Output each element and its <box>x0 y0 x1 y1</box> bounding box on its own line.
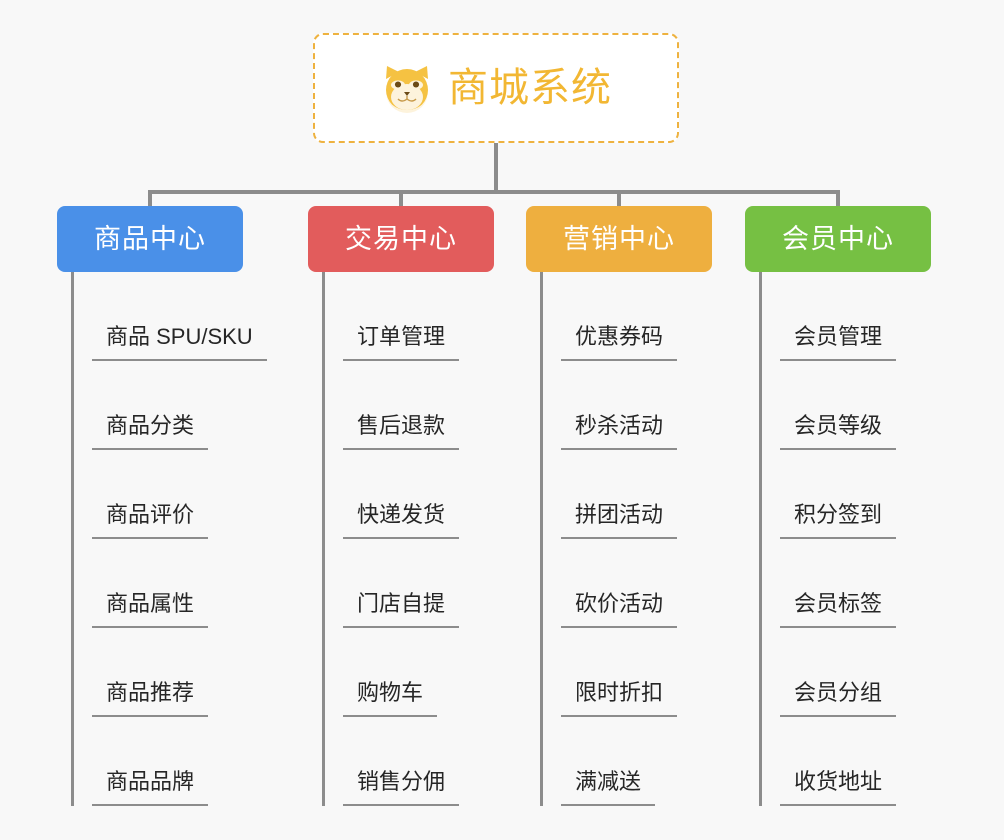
list-item-label: 会员管理 <box>780 326 897 361</box>
list-item-label: 订单管理 <box>343 326 460 361</box>
list-item[interactable]: 商品评价 <box>74 450 277 539</box>
category-header-0[interactable]: 商品中心 <box>57 206 243 272</box>
list-item[interactable]: 商品推荐 <box>74 628 277 717</box>
list-item-label: 购物车 <box>343 682 438 717</box>
list-item[interactable]: 购物车 <box>325 628 528 717</box>
list-item-label: 收货地址 <box>780 771 897 806</box>
list-item[interactable]: 门店自提 <box>325 539 528 628</box>
category-item-list-2: 优惠券码 秒杀活动 拼团活动 砍价活动 限时折扣 满减送 <box>540 272 746 806</box>
list-item[interactable]: 拼团活动 <box>543 450 746 539</box>
list-item[interactable]: 秒杀活动 <box>543 361 746 450</box>
category-item-list-0: 商品 SPU/SKU 商品分类 商品评价 商品属性 商品推荐 商品品牌 <box>71 272 277 806</box>
category-item-list-1: 订单管理 售后退款 快递发货 门店自提 购物车 销售分佣 <box>322 272 528 806</box>
list-item-label: 商品属性 <box>92 593 209 628</box>
list-item[interactable]: 售后退款 <box>325 361 528 450</box>
root-title-text: 商城系统 <box>448 66 612 110</box>
category-header-3[interactable]: 会员中心 <box>745 206 931 272</box>
list-item-label: 商品 SPU/SKU <box>92 326 267 361</box>
list-item[interactable]: 会员管理 <box>762 272 965 361</box>
category-column-交易中心: 交易中心 订单管理 售后退款 快递发货 门店自提 购物车 销售分佣 <box>308 206 528 806</box>
category-header-1[interactable]: 交易中心 <box>308 206 494 272</box>
category-item-list-3: 会员管理 会员等级 积分签到 会员标签 会员分组 收货地址 <box>759 272 965 806</box>
connector-stem-root <box>494 143 498 193</box>
list-item-label: 积分签到 <box>780 504 897 539</box>
list-item[interactable]: 积分签到 <box>762 450 965 539</box>
list-item[interactable]: 快递发货 <box>325 450 528 539</box>
connector-horizontal-bar <box>148 190 840 194</box>
list-item[interactable]: 商品分类 <box>74 361 277 450</box>
category-column-商品中心: 商品中心 商品 SPU/SKU 商品分类 商品评价 商品属性 商品推荐 商品品牌 <box>57 206 277 806</box>
list-item[interactable]: 商品属性 <box>74 539 277 628</box>
list-item-label: 商品评价 <box>92 504 209 539</box>
list-item-label: 砍价活动 <box>561 593 678 628</box>
list-item[interactable]: 砍价活动 <box>543 539 746 628</box>
list-item[interactable]: 优惠券码 <box>543 272 746 361</box>
list-item-label: 优惠券码 <box>561 326 678 361</box>
list-item[interactable]: 商品 SPU/SKU <box>74 272 277 361</box>
list-item-label: 会员标签 <box>780 593 897 628</box>
category-columns: 商品中心 商品 SPU/SKU 商品分类 商品评价 商品属性 商品推荐 商品品牌… <box>0 206 1004 826</box>
list-item-label: 满减送 <box>561 771 656 806</box>
connector-drop-2 <box>617 190 621 212</box>
root-node-card[interactable]: 商城系统 <box>313 33 679 143</box>
list-item-label: 商品品牌 <box>92 771 209 806</box>
category-column-营销中心: 营销中心 优惠券码 秒杀活动 拼团活动 砍价活动 限时折扣 满减送 <box>526 206 746 806</box>
list-item[interactable]: 满减送 <box>543 717 746 806</box>
list-item[interactable]: 会员标签 <box>762 539 965 628</box>
list-item-label: 门店自提 <box>343 593 460 628</box>
shiba-dog-icon <box>380 63 434 113</box>
list-item[interactable]: 会员等级 <box>762 361 965 450</box>
list-item-label: 快递发货 <box>343 504 460 539</box>
list-item[interactable]: 订单管理 <box>325 272 528 361</box>
list-item-label: 销售分佣 <box>343 771 460 806</box>
list-item-label: 秒杀活动 <box>561 415 678 450</box>
connector-drop-1 <box>399 190 403 212</box>
list-item[interactable]: 商品品牌 <box>74 717 277 806</box>
list-item[interactable]: 限时折扣 <box>543 628 746 717</box>
list-item-label: 商品推荐 <box>92 682 209 717</box>
list-item-label: 会员等级 <box>780 415 897 450</box>
category-header-2[interactable]: 营销中心 <box>526 206 712 272</box>
list-item-label: 限时折扣 <box>561 682 678 717</box>
connector-drop-0 <box>148 190 152 212</box>
category-column-会员中心: 会员中心 会员管理 会员等级 积分签到 会员标签 会员分组 收货地址 <box>745 206 965 806</box>
list-item-label: 会员分组 <box>780 682 897 717</box>
list-item[interactable]: 会员分组 <box>762 628 965 717</box>
list-item[interactable]: 收货地址 <box>762 717 965 806</box>
connector-drop-3 <box>836 190 840 212</box>
list-item-label: 拼团活动 <box>561 504 678 539</box>
list-item-label: 售后退款 <box>343 415 460 450</box>
list-item[interactable]: 销售分佣 <box>325 717 528 806</box>
list-item-label: 商品分类 <box>92 415 209 450</box>
